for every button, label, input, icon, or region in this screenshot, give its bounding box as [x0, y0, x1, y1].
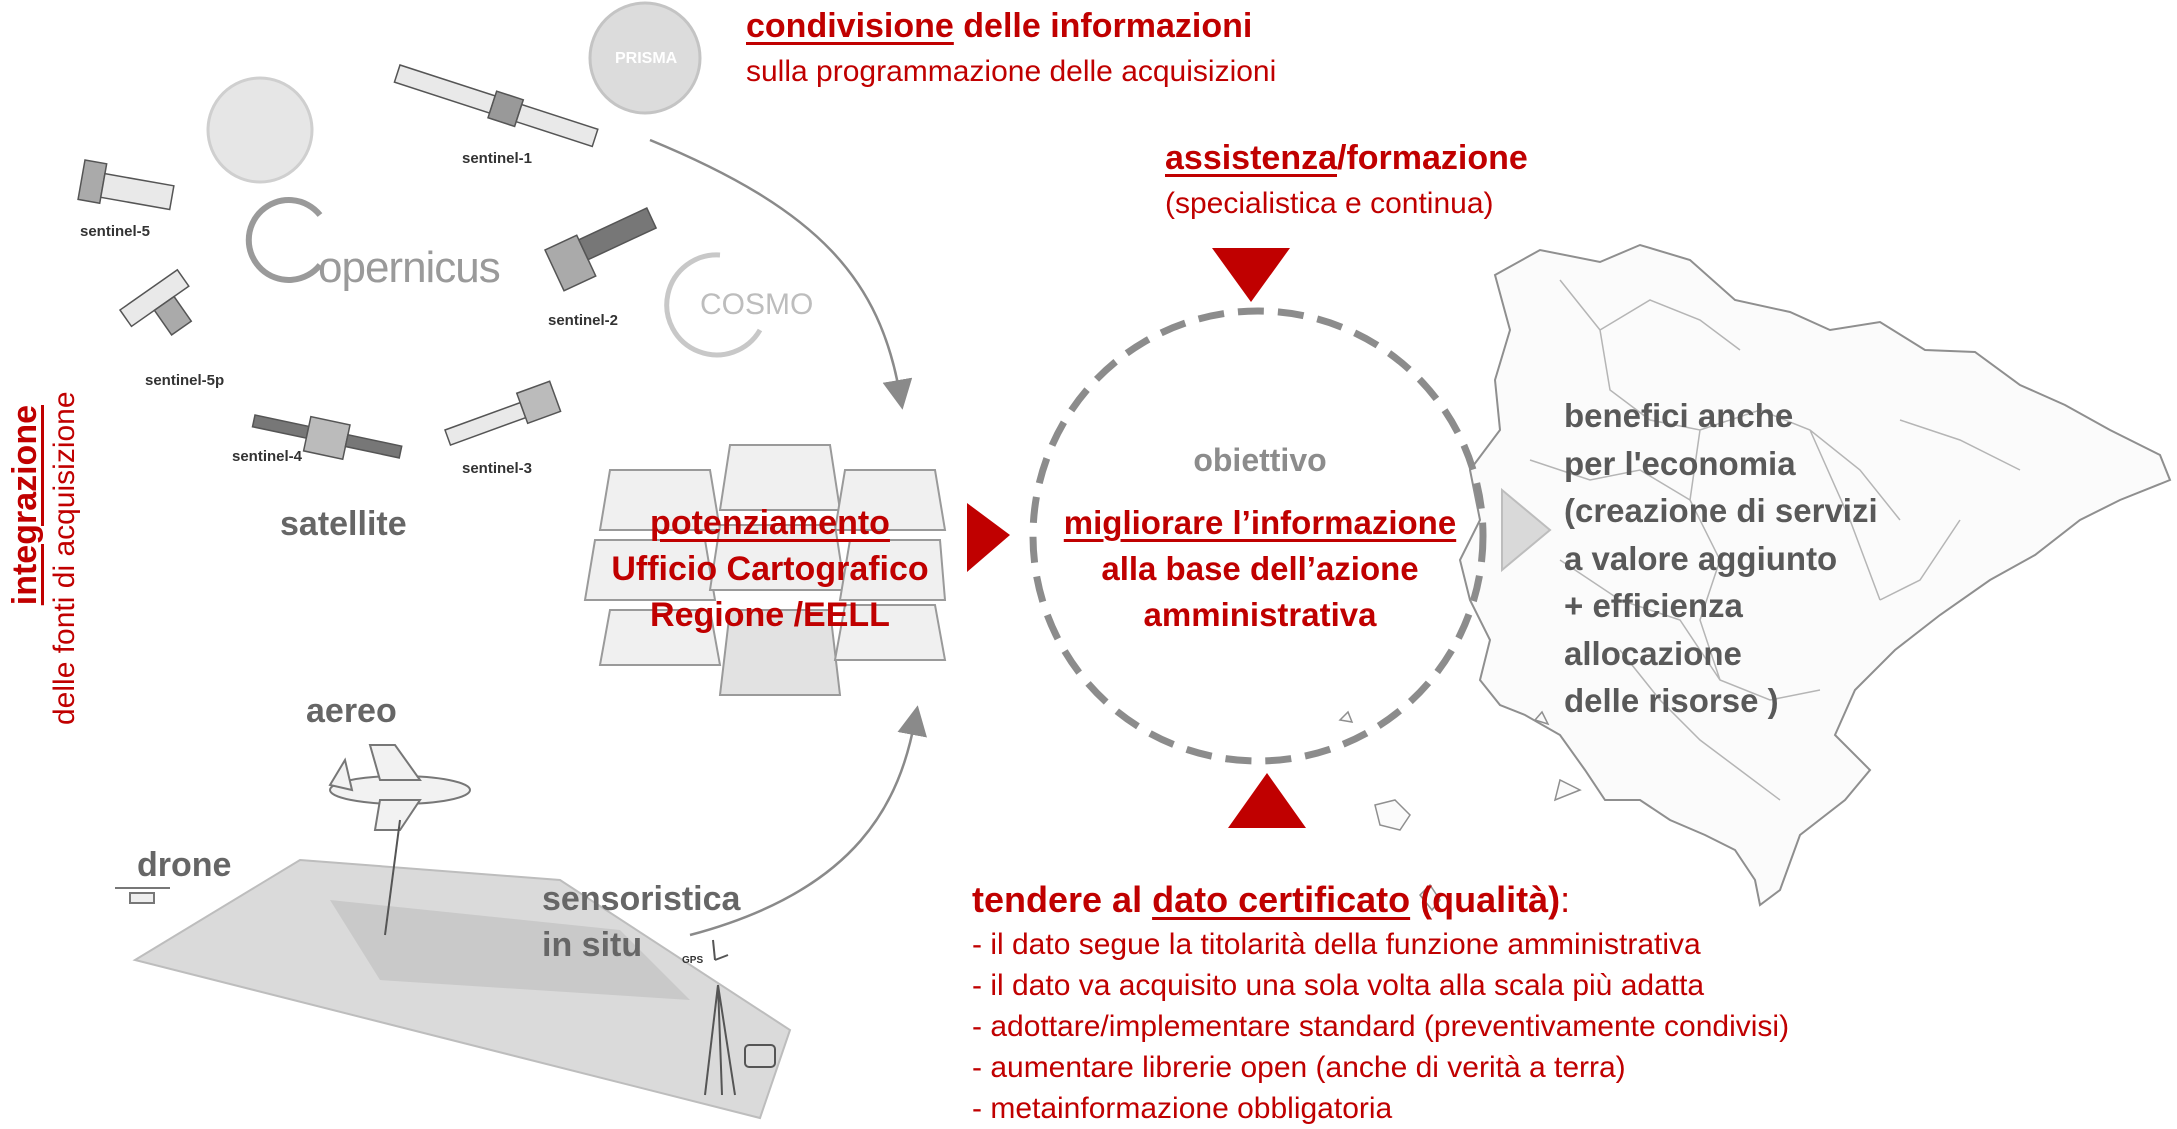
list-item: - aumentare librerie open (anche di veri…	[972, 1051, 1626, 1084]
circle-text: obiettivo migliorare l’informazione alla…	[1040, 440, 1480, 638]
curved-arrow-bottom	[689, 705, 927, 937]
quality-block: tendere al dato certificato (qualità): -…	[972, 876, 1789, 1129]
cosmo-logo-text: COSMO	[700, 288, 814, 321]
list-item: - il dato va acquisito una sola volta al…	[972, 969, 1705, 1002]
sentinel-4-label: sentinel-4	[232, 448, 303, 465]
satellite-icons	[77, 64, 658, 461]
top-title: condivisione delle informazioni	[746, 7, 1253, 45]
curved-arrow-top	[649, 138, 913, 410]
goal-text: migliorare l’informazione alla base dell…	[1063, 504, 1457, 633]
sentinel-5p-label: sentinel-5p	[145, 372, 225, 389]
quality-title: tendere al dato certificato (qualità):	[972, 879, 1571, 920]
arrow-right-grey	[1501, 487, 1552, 573]
drone-icon	[115, 887, 170, 904]
benefits-block: benefici anche per l'economia (creazione…	[1564, 397, 1878, 719]
satellite-label: satellite	[280, 505, 407, 543]
drone-label: drone	[137, 846, 232, 884]
arrow-up-red	[1228, 773, 1306, 828]
copernicus-logo-text: opernicus	[318, 243, 501, 292]
gps-label: GPS	[682, 955, 704, 966]
top-subtitle: sulla programmazione delle acquisizioni	[746, 55, 1277, 88]
quality-list: - il dato segue la titolarità della funz…	[972, 924, 1789, 1129]
satellite-logos	[206, 1, 763, 358]
obiettivo-label: obiettivo	[1193, 442, 1327, 478]
assist-subtitle: (specialistica e continua)	[1165, 187, 1494, 220]
sentinel-2-label: sentinel-2	[548, 312, 619, 329]
integrazione-subtitle: delle fonti di acquisizione	[48, 391, 81, 725]
goal-circle	[1029, 307, 1487, 765]
map-tiles	[583, 444, 947, 696]
integrazione-title: integrazione	[6, 405, 44, 606]
gps-tripod-icon	[704, 939, 776, 1096]
list-item: - adottare/implementare standard (preven…	[972, 1010, 1790, 1043]
left-vertical-block: integrazione delle fonti di acquisizione	[5, 391, 95, 725]
list-item: - metainformazione obbligatoria	[972, 1092, 1393, 1125]
aerial-photo	[132, 858, 792, 1120]
sentinel-3-label: sentinel-3	[462, 460, 533, 477]
sensor-label: sensoristica in situ	[542, 880, 741, 964]
sentinel-5-label: sentinel-5	[80, 223, 151, 240]
assist-title: assistenza/formazione	[1165, 139, 1528, 177]
aereo-label: aereo	[306, 692, 397, 730]
potenziamento-block: potenziamento Ufficio Cartografico Regio…	[611, 504, 929, 634]
arrow-down-red	[1212, 248, 1290, 302]
top-block: condivisione delle informazioni sulla pr…	[746, 6, 1276, 92]
tuscany-map	[1338, 243, 2172, 912]
plane-icon	[328, 744, 471, 831]
prisma-logo-text: PRISMA	[615, 50, 678, 67]
sentinel-1-label: sentinel-1	[462, 150, 533, 167]
arrow-right-red	[967, 503, 1010, 572]
list-item: - il dato segue la titolarità della funz…	[972, 928, 1701, 961]
assist-block: assistenza/formazione (specialistica e c…	[1165, 138, 1528, 224]
